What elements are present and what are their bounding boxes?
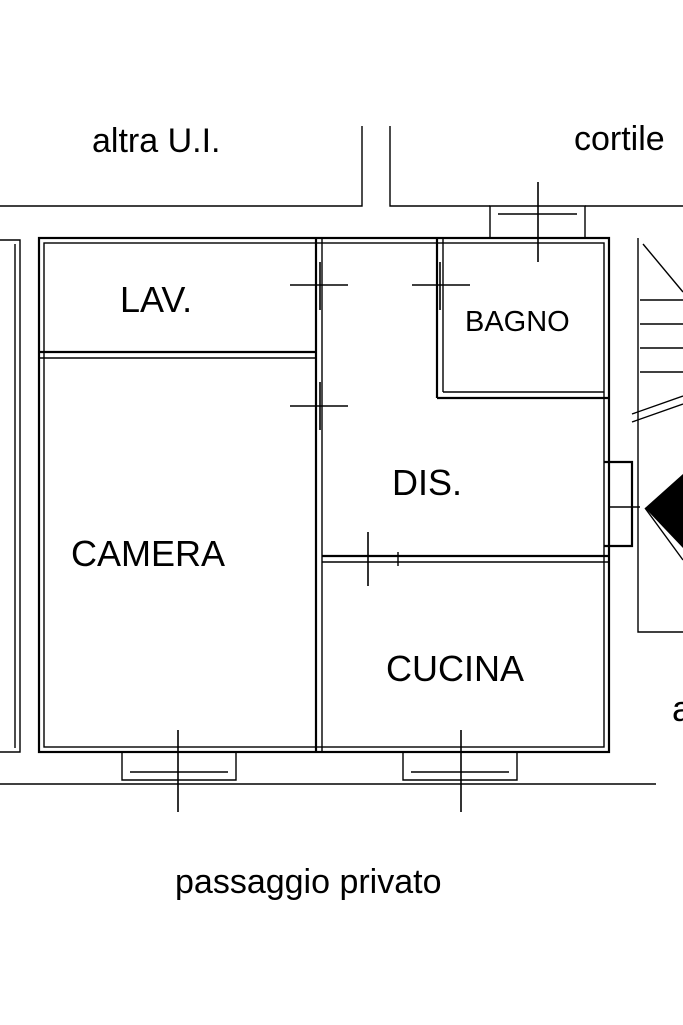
room-label-dis: DIS. xyxy=(392,462,462,503)
room-label-cucina: CUCINA xyxy=(386,648,524,689)
lav-camera-wall xyxy=(39,350,316,359)
left-neighbour-wall xyxy=(0,239,21,753)
top-boundary xyxy=(0,126,683,207)
room-label-camera: CAMERA xyxy=(71,533,225,574)
room-label-bagno: BAGNO xyxy=(465,306,570,338)
bagno-walls xyxy=(435,238,609,400)
entrance-notch xyxy=(604,460,634,548)
label-edge-letter: a xyxy=(672,688,683,729)
crosshair-markers xyxy=(177,182,640,812)
central-vertical-wall xyxy=(314,238,323,752)
outer-walls xyxy=(37,236,611,754)
bottom-wall xyxy=(0,752,656,785)
room-label-lav: LAV. xyxy=(120,279,192,320)
dis-cucina-wall xyxy=(322,552,609,566)
label-altra-ui: altra U.I. xyxy=(92,122,220,160)
label-passaggio-privato: passaggio privato xyxy=(175,863,442,901)
staircase xyxy=(631,238,683,633)
label-cortile: cortile xyxy=(574,120,665,158)
